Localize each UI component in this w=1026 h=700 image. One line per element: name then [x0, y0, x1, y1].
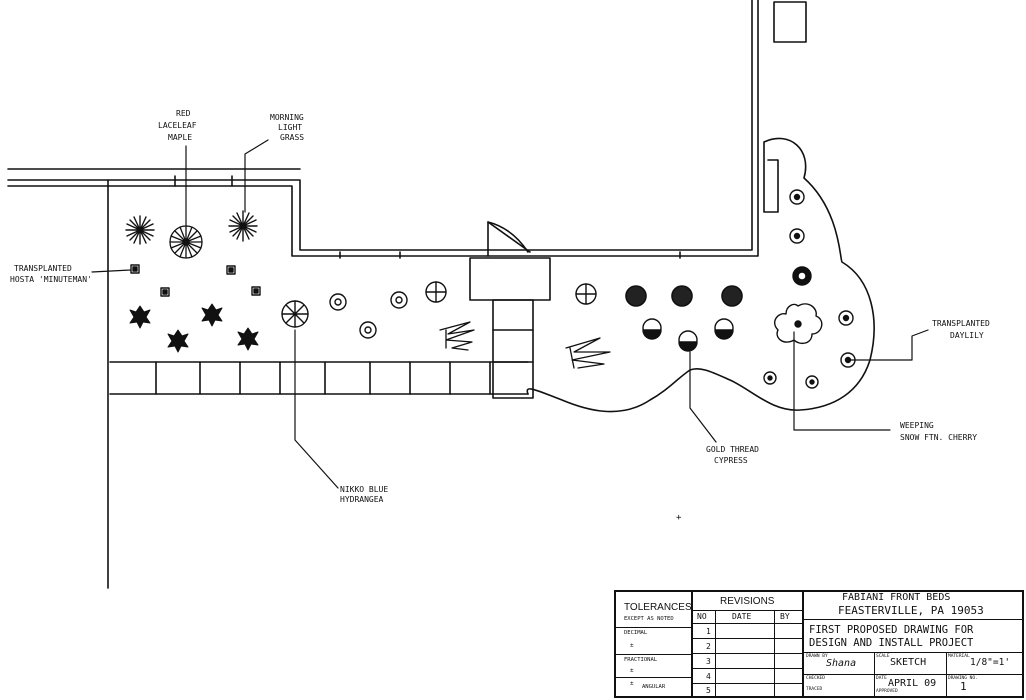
red-laceleaf-maple-symbol [169, 225, 203, 259]
label-daylily-1: TRANSPLANTED [932, 319, 990, 328]
label-red-maple-3: MAPLE [168, 133, 192, 142]
weeping-cherry-symbol [774, 303, 823, 345]
angular-label: ANGULAR [642, 684, 666, 690]
star-shrub-symbols [129, 303, 259, 353]
rev-no-4: 4 [706, 672, 711, 681]
stray-mark: + [676, 513, 682, 523]
tb-tol-line-3 [616, 677, 691, 678]
date-label: DATE [876, 676, 887, 681]
rev-no-5: 5 [706, 686, 711, 695]
tb-divider-1 [691, 592, 693, 696]
right-bed-outline [526, 137, 875, 413]
cross-circle-shrubs [425, 281, 597, 305]
col-by: BY [780, 612, 790, 621]
angular-pm: ± [630, 680, 634, 687]
scale-value: SKETCH [890, 657, 927, 668]
approved-label: APPROVED [876, 689, 898, 694]
tb-tol-line-2 [616, 654, 691, 655]
flower-shrub-symbols [329, 291, 408, 339]
traced-label: TRACED [806, 687, 823, 692]
scribble-shrubs [439, 321, 611, 369]
plant-spiky-1 [125, 215, 155, 245]
project-line-1: FABIANI FRONT BEDS [842, 592, 951, 603]
rev-head-line [693, 610, 802, 611]
upper-window [773, 1, 807, 43]
gold-thread-cypress-symbols [642, 318, 734, 352]
dark-round-shrubs [625, 285, 743, 307]
fractional-label: FRACTIONAL [624, 657, 658, 663]
tb-tol-line-1 [616, 627, 691, 628]
label-hosta-2: HOSTA 'MINUTEMAN' [10, 275, 92, 284]
scale-label: SCALE [876, 654, 890, 659]
tb-info-col-1 [874, 652, 875, 696]
col-no: NO [697, 612, 707, 621]
label-red-maple-1: RED [176, 109, 191, 118]
label-grass-3: GRASS [280, 133, 304, 142]
label-cherry-2: SNOW FTN. CHERRY [900, 433, 977, 442]
rev-no-1: 1 [706, 627, 711, 636]
tb-divider-2 [802, 592, 804, 696]
fractional-pm: ± [630, 667, 634, 674]
label-red-maple-2: LACELEAF [158, 121, 197, 130]
label-hydrangea-2: HYDRANGEA [340, 495, 384, 504]
tolerances-title: TOLERANCES [624, 602, 692, 613]
rev-row-line-1 [693, 638, 802, 639]
drawn-by-label: DRAWN BY [806, 654, 828, 659]
bed-edging [109, 361, 529, 395]
material-label: MATERIAL [948, 654, 970, 659]
title-block: TOLERANCES EXCEPT AS NOTED DECIMAL ± FRA… [614, 590, 1024, 698]
label-grass-2: LIGHT [278, 123, 302, 132]
daylily-symbols [763, 189, 856, 389]
rev-row-line-2 [693, 653, 802, 654]
drawing-no: 1 [960, 680, 967, 693]
tb-project-line [804, 619, 1022, 620]
drawing-no-label: DRAWING NO. [948, 676, 978, 681]
decimal-pm: ± [630, 642, 634, 649]
date-value: APRIL 09 [888, 678, 937, 689]
label-grass-1: MORNING [270, 113, 304, 122]
tb-info-col-2 [946, 652, 947, 696]
project-line-2: FEASTERVILLE, PA 19053 [838, 604, 984, 617]
label-cherry-1: WEEPING [900, 421, 934, 430]
label-cypress-2: CYPRESS [714, 456, 748, 465]
decimal-label: DECIMAL [624, 630, 648, 636]
checked-label: CHECKED [806, 676, 825, 681]
rev-row-line-0 [693, 623, 802, 624]
tb-desc-line [804, 652, 1022, 653]
rev-no-3: 3 [706, 657, 711, 666]
nikko-blue-hydrangea-symbol [281, 300, 309, 328]
drawn-by: Shana [826, 658, 857, 669]
rev-row-line-4 [693, 683, 802, 684]
leader-lines [91, 139, 929, 489]
label-daylily-2: DAYLILY [950, 331, 984, 340]
desc-line-2: DESIGN AND INSTALL PROJECT [809, 637, 974, 649]
rev-no-2: 2 [706, 642, 711, 651]
tb-info-line [804, 674, 1022, 675]
hosta-symbols [130, 264, 261, 297]
morning-light-grass-symbol [228, 210, 258, 242]
material-value: 1/8"=1' [970, 657, 1011, 668]
label-hosta-1: TRANSPLANTED [14, 264, 72, 273]
col-date: DATE [732, 612, 752, 621]
house-outline [7, 0, 759, 259]
label-hydrangea-1: NIKKO BLUE [340, 485, 388, 494]
plan-labels: RED LACELEAF MAPLE MORNING LIGHT GRASS T… [10, 109, 990, 523]
revisions-title: REVISIONS [720, 596, 775, 607]
door-step [469, 221, 551, 399]
except-noted: EXCEPT AS NOTED [624, 616, 674, 622]
rev-row-line-3 [693, 668, 802, 669]
label-cypress-1: GOLD THREAD [706, 445, 759, 454]
desc-line-1: FIRST PROPOSED DRAWING FOR [809, 624, 974, 636]
